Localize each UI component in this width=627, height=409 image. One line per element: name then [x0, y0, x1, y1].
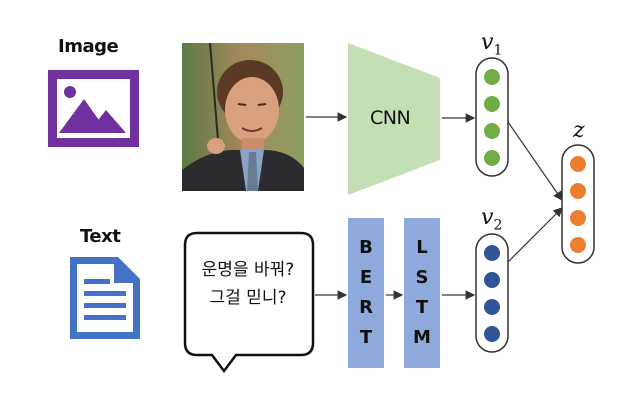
v2-label: v2: [481, 205, 503, 234]
z-dot: [570, 156, 586, 172]
v1-dot: [484, 150, 500, 166]
bert-letter: E: [359, 267, 373, 288]
v2-dot: [484, 272, 500, 288]
speech-bubble: [183, 231, 315, 374]
v1-dot: [484, 96, 500, 112]
v2-dot: [484, 326, 500, 342]
lstm-letter: L: [416, 237, 428, 258]
arrow-v1-to-z: [507, 121, 563, 201]
v2-dot: [484, 245, 500, 261]
speech-line-2: 그걸 믿니?: [209, 288, 287, 308]
image-icon: [48, 70, 139, 147]
bert-letter: R: [359, 297, 373, 318]
document-icon: [70, 257, 140, 339]
bert-letter: B: [359, 237, 373, 258]
lstm-block: L S T M: [404, 218, 440, 368]
z-dot: [570, 210, 586, 226]
lstm-letter: S: [415, 267, 429, 288]
lstm-letter: T: [415, 297, 429, 318]
v1-dot: [484, 123, 500, 139]
v2-vector: [475, 233, 509, 353]
speech-bubble-text: 운명을 바꿔? 그걸 믿니?: [186, 256, 310, 312]
v1-vector: [475, 57, 509, 177]
v1-label: v1: [481, 30, 503, 59]
z-label: z: [573, 118, 585, 143]
text-input-label: Text: [80, 226, 121, 247]
speech-line-1: 운명을 바꿔?: [201, 260, 295, 280]
arrow-v2-to-z: [507, 207, 563, 263]
z-vector: [561, 144, 595, 264]
cnn-label: CNN: [370, 107, 411, 129]
bert-letter: T: [359, 327, 373, 348]
v2-dot: [484, 299, 500, 315]
z-dot: [570, 183, 586, 199]
bert-block: B E R T: [348, 218, 384, 368]
z-dot: [570, 237, 586, 253]
lstm-letter: M: [413, 327, 431, 348]
image-input-label: Image: [58, 36, 119, 57]
cnn-block: [348, 43, 440, 195]
v1-dot: [484, 69, 500, 85]
portrait-photo: [182, 42, 304, 191]
